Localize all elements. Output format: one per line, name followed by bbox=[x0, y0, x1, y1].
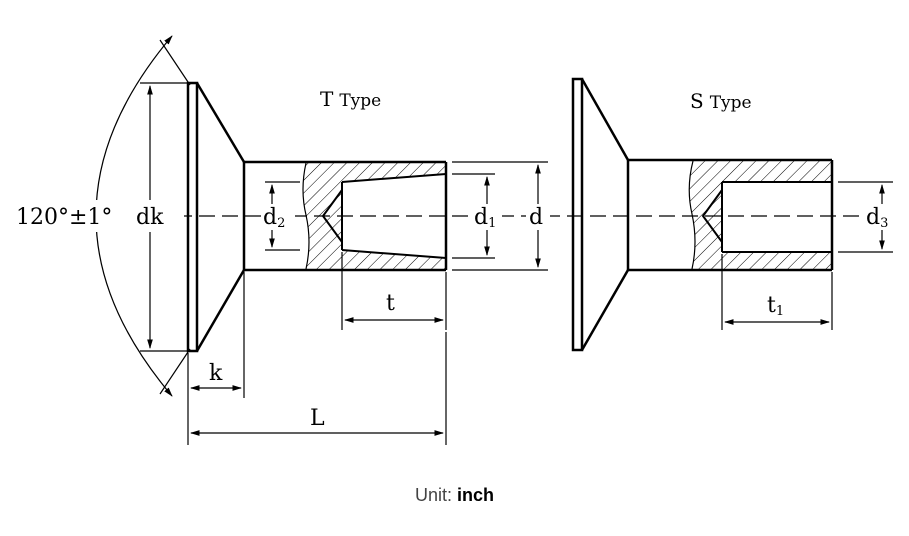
unit-prefix: Unit: bbox=[414, 485, 457, 505]
t-head-taper-top bbox=[195, 82, 246, 163]
d-label: d bbox=[529, 205, 543, 230]
t-head-face bbox=[186, 81, 199, 353]
d2-label: d2 bbox=[263, 205, 285, 231]
unit-caption: Unit: inch bbox=[0, 485, 909, 506]
k-label: k bbox=[209, 361, 223, 386]
s-type-rivet bbox=[571, 77, 834, 352]
t-head-taper-bottom bbox=[195, 269, 246, 352]
t-section-hatch bbox=[303, 163, 446, 269]
s-section-hatch bbox=[689, 161, 831, 269]
d1-label: d1 bbox=[474, 205, 496, 231]
t-type-rivet bbox=[186, 81, 448, 353]
t1-label: t1 bbox=[767, 293, 784, 319]
angle-label: 120°±1° bbox=[16, 205, 112, 230]
L-label: L bbox=[310, 406, 325, 431]
dk-label: dk bbox=[136, 205, 164, 230]
s-head-face bbox=[571, 77, 584, 352]
d3-label: d3 bbox=[866, 205, 888, 231]
unit-value: inch bbox=[457, 485, 495, 505]
t-label: t bbox=[386, 291, 395, 316]
